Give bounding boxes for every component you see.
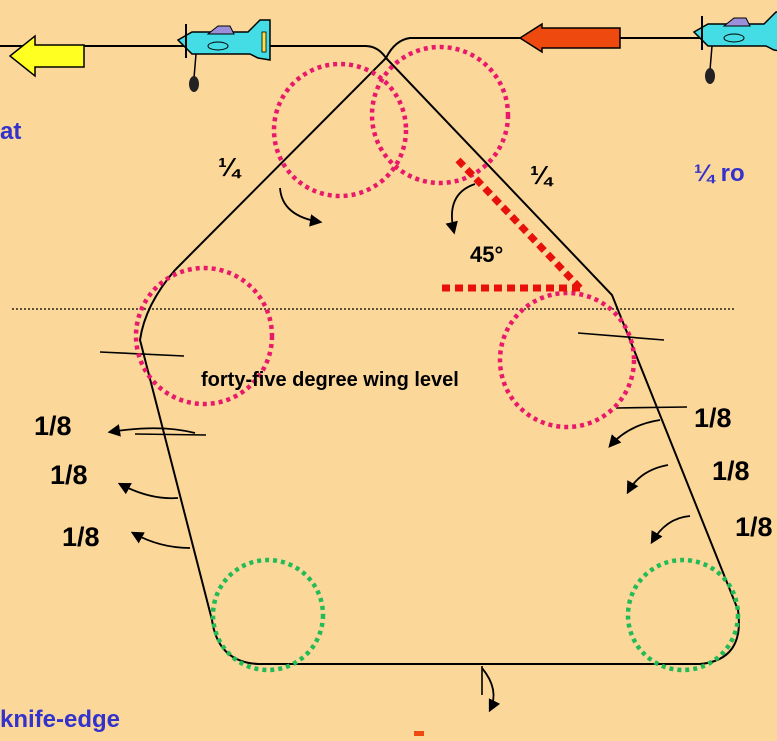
bottom-title: knife-edge: [0, 706, 121, 733]
corner-circles: [210, 557, 741, 673]
airplane-icon: [692, 11, 777, 84]
right-eighth-2: 1/8: [712, 456, 750, 486]
center-label: forty-five degree wing level: [201, 369, 459, 391]
right-title: ¼ ro: [694, 160, 745, 187]
quarter-left-label: ¼: [218, 152, 240, 182]
flight-path: [0, 37, 777, 665]
right-eighth-1: 1/8: [694, 403, 732, 433]
left-eighth-1: 1/8: [34, 411, 72, 441]
angle-label: 45°: [470, 242, 504, 267]
yellow-left-arrow-icon: [8, 34, 85, 78]
left-eighth-3: 1/8: [62, 522, 100, 552]
tick-marks: [99, 332, 688, 695]
red-left-arrow-icon: [518, 22, 621, 54]
airplane-icon: [176, 19, 271, 92]
angle-indicator: [442, 157, 583, 292]
left-title: at: [0, 118, 22, 145]
roll-point-circles: [133, 44, 637, 430]
left-eighth-2: 1/8: [50, 460, 88, 490]
right-eighth-3: 1/8: [735, 512, 773, 542]
roll-arrows: [107, 183, 691, 713]
bottom-red-arrow-fragment: [414, 731, 424, 736]
quarter-right-label: ¼: [530, 160, 552, 190]
